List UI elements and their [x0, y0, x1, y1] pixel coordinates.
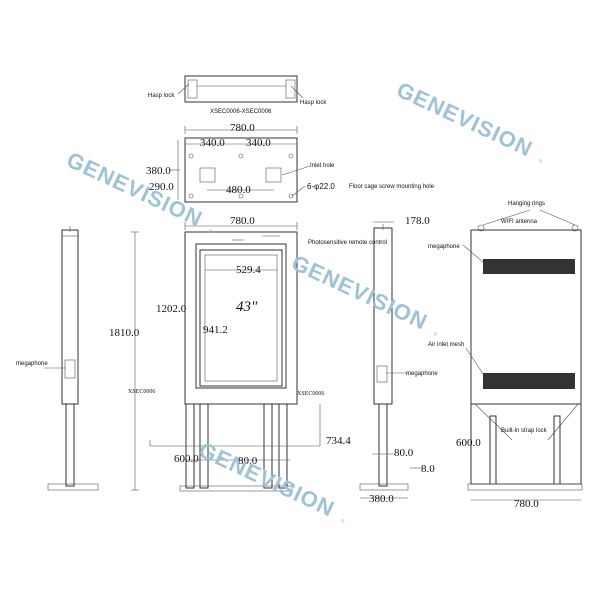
air-inlet-label: Air inlet mesh [428, 342, 464, 348]
total-height-dim: 1810.0 [109, 327, 140, 339]
registered-mark: ® [537, 157, 544, 165]
brand-watermark-text: GENEVISION [195, 437, 339, 522]
brand-watermark-text: GENEVISION [288, 250, 432, 335]
hasp-lock-right-label: Hasp lock [300, 100, 327, 106]
base-plate-view: 780.0 340.0 340.0 380.0 290.0 480.0 Inle… [146, 122, 435, 203]
watermark-1: GENEVISION ® [393, 77, 544, 165]
model-left-label: XSEC0006 [128, 389, 155, 395]
left-offset-dim: 340.0 [200, 137, 225, 149]
top-speaker-grille [483, 259, 575, 274]
screen-width-dim: 529.4 [236, 264, 261, 276]
cabinet-height-dim: 1202.0 [156, 303, 187, 315]
back-megaphone-label: megaphone [428, 244, 460, 250]
front-width-dim: 780.0 [230, 215, 255, 227]
left-side-view: megaphone [16, 226, 99, 491]
post-width-dim: 80.0 [394, 447, 414, 459]
watermark-3: GENEVISION ® [288, 250, 439, 338]
left-megaphone-label: megaphone [16, 361, 48, 367]
plate-height-inner-dim: 290.0 [149, 181, 174, 193]
side-base-depth-dim: 380.0 [369, 493, 394, 505]
watermark-4: GENEVISION ® [195, 437, 346, 525]
back-leg-height-dim: 600.0 [456, 437, 481, 449]
plate-thickness-dim: 8.0 [421, 463, 435, 475]
top-view: Hasp lock Hasp lock XSEC0006-XSEC0006 [148, 75, 327, 115]
wifi-antenna-label: WIFI antenna [501, 219, 538, 225]
plate-height-outer-dim: 380.0 [146, 165, 171, 177]
inlet-hole-label: Inlet hole [310, 163, 335, 169]
screen-height-dim: 941.2 [203, 324, 228, 336]
right-side-view: 178.0 megaphone 80.0 8.0 380.0 [359, 215, 438, 505]
back-base-width-dim: 780.0 [514, 498, 539, 510]
hole-spacing-dim: 480.0 [226, 184, 251, 196]
strap-lock-label: Built-in strap lock [501, 428, 548, 434]
leg-spacing-dim: 600.0 [174, 453, 199, 465]
registered-mark: ® [339, 517, 346, 525]
photosensitive-label: Photosensitive remote control [308, 240, 387, 246]
watermark-2: GENEVISION ® [63, 147, 214, 235]
right-megaphone-label: megaphone [406, 371, 438, 377]
side-depth-dim: 178.0 [405, 215, 430, 227]
brand-watermark-text: GENEVISION [393, 77, 537, 162]
leg-height-dim: 734.4 [326, 435, 351, 447]
right-offset-dim: 340.0 [246, 137, 271, 149]
registered-mark: ® [432, 330, 439, 338]
back-view: Hanging rings WIFI antenna megaphone Air… [428, 201, 583, 510]
bottom-air-inlet-grille [483, 373, 575, 389]
model-label-top: XSEC0006-XSEC0006 [210, 109, 272, 115]
base-width-dim: 780.0 [230, 122, 255, 134]
registered-mark: ® [207, 227, 214, 235]
hanging-rings-label: Hanging rings [508, 201, 545, 207]
hasp-lock-left-label: Hasp lock [148, 93, 175, 99]
leg-width-dim: 80.0 [238, 455, 258, 467]
screw-hole-desc-label: Floor cage screw mounting hole [349, 184, 435, 190]
screen-size-label: 43" [236, 299, 258, 315]
screw-hole-count-label: 6-φ22.0 [307, 182, 335, 191]
model-right-label: XSEC0006 [297, 391, 324, 397]
front-view: 780.0 Photosensitive remote control 529.… [109, 215, 387, 492]
